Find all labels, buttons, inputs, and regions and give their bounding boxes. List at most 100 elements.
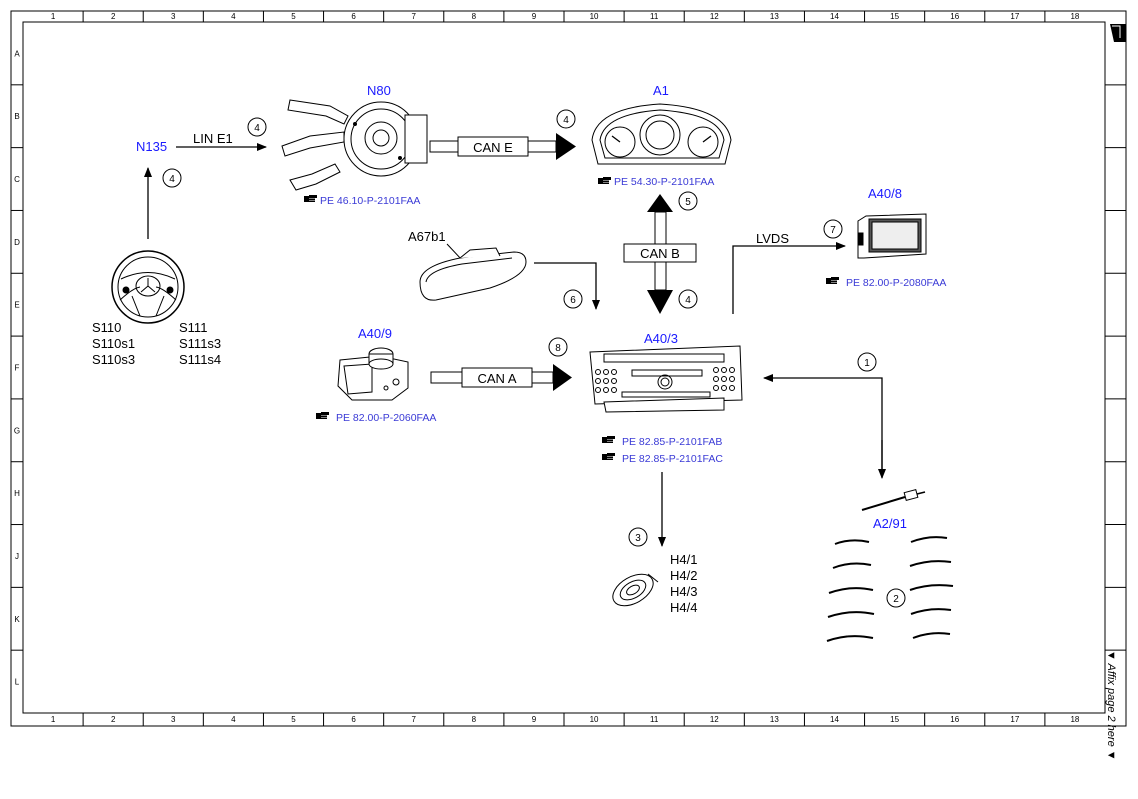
svg-text:4: 4 [685, 295, 691, 306]
step-badge-7 [823, 219, 843, 239]
grid-col-bottom-5: 5 [291, 715, 296, 724]
grid-ticks [11, 11, 1126, 726]
grid-col-top-7: 7 [411, 12, 416, 21]
grid-labels: 1122334455667788991010111112121313141415… [14, 12, 1080, 724]
svg-text:4: 4 [563, 115, 569, 126]
can-e-arrow: CAN E [429, 133, 576, 160]
switch-s111: S111 [179, 320, 207, 335]
grid-row-left-C: C [14, 175, 20, 184]
n135-label: N135 [136, 139, 167, 154]
step-badge-8 [548, 337, 568, 357]
speaker-h4-3: H4/3 [670, 584, 697, 599]
svg-text:7: 7 [830, 225, 836, 236]
radio-wave-icon [826, 536, 954, 642]
instrument-cluster-icon [591, 103, 732, 165]
grid-col-top-16: 16 [950, 12, 959, 21]
grid-col-bottom-13: 13 [770, 715, 779, 724]
can-b-label: CAN B [640, 246, 680, 261]
speaker-h4-2: H4/2 [670, 568, 697, 583]
grid-col-bottom-6: 6 [351, 715, 356, 724]
grid-col-bottom-17: 17 [1010, 715, 1019, 724]
antenna-icon [861, 488, 926, 511]
reference-hand-icon [826, 277, 839, 284]
reference-hand-icon [598, 177, 611, 184]
affix-page-note: ▼ Affix page 2 here ▼ [1105, 650, 1117, 761]
step-badge-1 [857, 352, 877, 372]
step-badge-4b [247, 117, 267, 137]
grid-col-bottom-12: 12 [710, 715, 719, 724]
svg-text:6: 6 [570, 295, 576, 306]
svg-text:5: 5 [685, 197, 691, 208]
grid-col-bottom-15: 15 [890, 715, 899, 724]
step-badge-4d [678, 289, 698, 309]
grid-row-left-F: F [15, 364, 20, 373]
step-badge-3 [628, 527, 648, 547]
svg-text:4: 4 [169, 174, 175, 185]
svg-text:3: 3 [635, 533, 641, 544]
grid-col-bottom-10: 10 [590, 715, 599, 724]
speaker-icon [612, 573, 659, 607]
grid-row-left-G: G [14, 426, 20, 435]
a40-3-reference-ac: PE 82.85-P-2101FAC [622, 453, 723, 465]
a40-9-label: A40/9 [358, 326, 392, 341]
a40-3-label: A40/3 [644, 331, 678, 346]
a40-9-reference: PE 82.00-P-2060FAA [336, 412, 436, 424]
grid-row-left-D: D [14, 238, 20, 247]
a40-8-reference: PE 82.00-P-2080FAA [846, 277, 946, 289]
step-badge-6 [563, 289, 583, 309]
grid-col-top-12: 12 [710, 12, 719, 21]
head-unit-icon [589, 345, 743, 413]
grid-col-bottom-2: 2 [111, 715, 116, 724]
grid-row-left-A: A [14, 49, 20, 58]
reference-hand-icon [304, 195, 317, 202]
grid-row-left-L: L [15, 678, 20, 687]
grid-col-bottom-3: 3 [171, 715, 176, 724]
speaker-h4-1: H4/1 [670, 552, 697, 567]
switch-s111s3: S111s3 [179, 336, 221, 351]
reference-hand-icon [602, 453, 615, 460]
grid-col-top-4: 4 [231, 12, 236, 21]
can-a-label: CAN A [477, 371, 516, 386]
step-badge-2 [886, 588, 906, 608]
grid-col-top-3: 3 [171, 12, 176, 21]
switch-s111s4: S111s4 [179, 352, 221, 367]
grid-row-left-H: H [14, 489, 20, 498]
step-badge-4c [556, 109, 576, 129]
steering-wheel-icon [111, 250, 185, 324]
n135-node: N135 [136, 139, 167, 154]
display-unit-icon [857, 213, 927, 259]
grid-col-bottom-14: 14 [830, 715, 839, 724]
a67b1-label: A67b1 [408, 229, 446, 244]
step-badge-4a [162, 168, 182, 188]
speaker-h4-4: H4/4 [670, 600, 697, 615]
grid-col-top-8: 8 [472, 12, 477, 21]
svg-text:4: 4 [254, 123, 260, 134]
a1-label: A1 [653, 83, 669, 98]
can-b-arrow: CAN B [623, 194, 697, 314]
reference-hand-icon [316, 412, 329, 419]
can-a-arrow: CAN A [430, 364, 572, 391]
grid-col-top-9: 9 [532, 12, 537, 21]
grid-col-top-13: 13 [770, 12, 779, 21]
lin-e1-label: LIN E1 [193, 131, 233, 146]
rearview-mirror-icon [419, 247, 527, 301]
n80-label: N80 [367, 83, 391, 98]
grid-col-top-10: 10 [590, 12, 599, 21]
grid-col-top-2: 2 [111, 12, 116, 21]
grid-col-top-17: 17 [1010, 12, 1019, 21]
switch-s110s1: S110s1 [92, 336, 135, 351]
a1-reference: PE 54.30-P-2101FAA [614, 176, 714, 188]
grid-col-top-15: 15 [890, 12, 899, 21]
steering-column-module-icon [281, 99, 428, 191]
svg-text:1: 1 [864, 358, 870, 369]
grid-col-top-1: 1 [51, 12, 56, 21]
drawing-frame: 1122334455667788991010111112121313141415… [10, 10, 1127, 727]
grid-col-top-14: 14 [830, 12, 839, 21]
n80-reference: PE 46.10-P-2101FAA [320, 195, 420, 207]
lvds-label: LVDS [756, 231, 789, 246]
grid-row-left-K: K [14, 615, 20, 624]
page-corner-icon [1110, 24, 1126, 42]
grid-col-top-11: 11 [650, 12, 659, 21]
arrow-a67b1-to-a40-3 [534, 262, 600, 310]
